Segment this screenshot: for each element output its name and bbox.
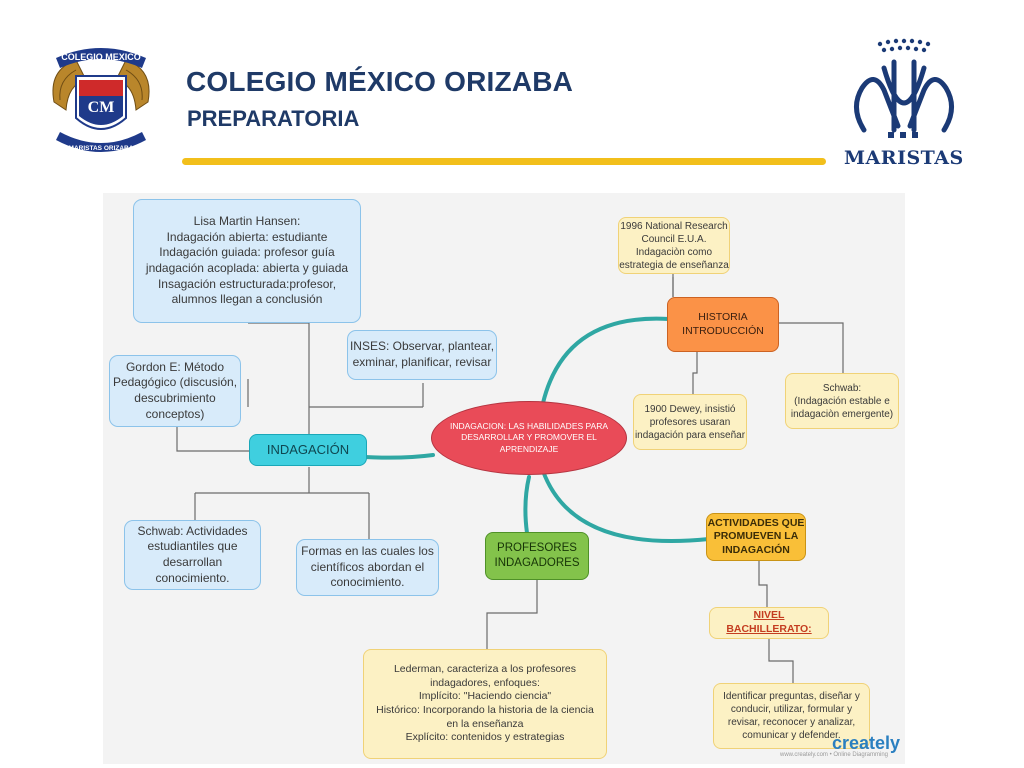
actividades-indagacion-node: ACTIVIDADES QUE PROMUEVEN LA INDAGACIÓN (706, 513, 806, 561)
branch-to-historia (541, 316, 671, 405)
branch-to-profesores (523, 475, 531, 535)
central-topic-node: INDAGACION: LAS HABILIDADES PARA DESARRO… (431, 401, 627, 475)
mind-map-canvas: INDAGACION: LAS HABILIDADES PARA DESARRO… (103, 193, 905, 764)
maristas-logo-text: MARISTAS (844, 147, 964, 169)
inses-node: INSES: Observar, plantear, exminar, plan… (347, 330, 497, 380)
page-subtitle: PREPARATORIA (187, 106, 360, 131)
identificar-node: Identificar preguntas, diseñar y conduci… (713, 683, 870, 749)
indagacion-node: INDAGACIÓN (249, 434, 367, 466)
gordon-node: Gordon E: Método Pedagógico (discusión, … (109, 355, 241, 427)
dewey-1900-node: 1900 Dewey, insistió profesores usaran i… (633, 394, 747, 450)
historia-introduccion-node: HISTORIA INTRODUCCIÓN (667, 297, 779, 352)
page-title: COLEGIO MÉXICO ORIZABA (186, 66, 574, 97)
creately-watermark: creately (832, 733, 901, 753)
branch-to-indagacion (363, 453, 435, 460)
nrc-1996-node: 1996 National Research Council E.U.A. In… (618, 217, 730, 274)
schwab-actividades-node: Schwab: Actividades estudiantiles que de… (124, 520, 261, 590)
maristas-logo (840, 38, 968, 170)
lederman-node: Lederman, caracteriza a los profesores i… (363, 649, 607, 759)
branch-to-actividades (541, 469, 711, 544)
schwab-historia-node: Schwab: (Indagación estable e indagaciòn… (785, 373, 899, 429)
header-divider (182, 158, 826, 165)
creately-tagline: www.creately.com • Online Diagramming (780, 752, 889, 758)
nivel-bachillerato-label: NIVEL BACHILLERATO: (726, 609, 812, 635)
hansen-node: Lisa Martin Hansen: Indagación abierta: … (133, 199, 361, 323)
svg-text:MARISTAS ORIZABA: MARISTAS ORIZABA (69, 145, 134, 152)
colegio-mexico-crest-logo: COLEGIO MEXICO CM MARISTAS ORIZABA (46, 40, 156, 170)
nivel-bachillerato-node: NIVEL BACHILLERATO: (709, 607, 829, 639)
svg-text:COLEGIO MEXICO: COLEGIO MEXICO (61, 52, 141, 62)
svg-text:CM: CM (88, 99, 115, 116)
profesores-indagadores-node: PROFESORES INDAGADORES (485, 532, 589, 580)
formas-node: Formas en las cuales los científicos abo… (296, 539, 439, 596)
